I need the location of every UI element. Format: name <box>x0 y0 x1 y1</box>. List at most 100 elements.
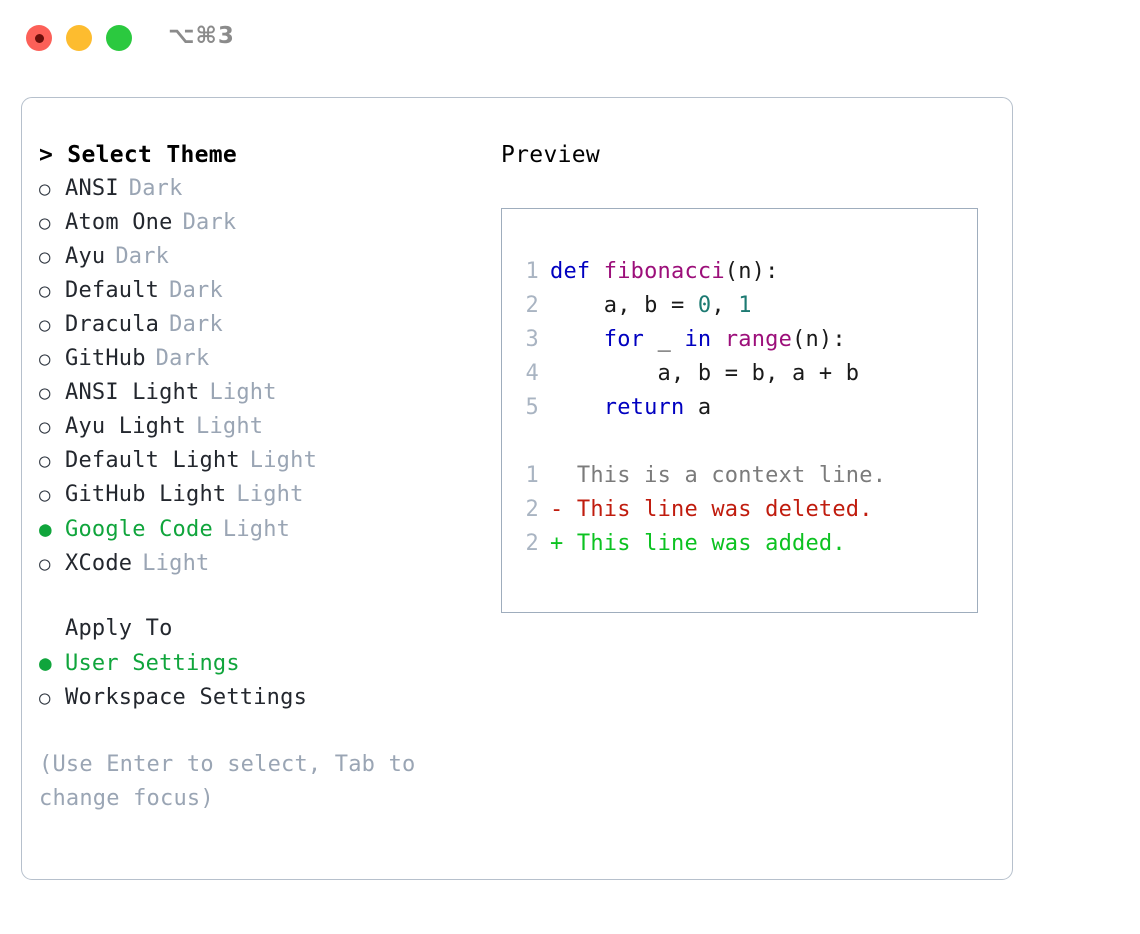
line-number: 1 <box>525 259 539 284</box>
theme-variant-tag: Light <box>249 448 318 473</box>
code-line: 2 a, b = 0, 1 <box>502 289 977 323</box>
theme-option-label: Ayu <box>65 244 106 269</box>
theme-option-label: Atom One <box>65 210 173 235</box>
select-theme-header: > Select Theme <box>39 142 238 168</box>
line-number: 2 <box>525 531 539 556</box>
theme-variant-tag: Light <box>222 517 291 542</box>
theme-option-label: Ayu Light <box>65 414 187 439</box>
theme-variant-tag: Light <box>196 414 264 439</box>
radio-unselected-icon: ○ <box>39 450 51 472</box>
theme-variant-tag: Dark <box>115 244 170 269</box>
code-line-text: def fibonacci(n): <box>550 255 779 289</box>
line-number: 1 <box>525 463 539 488</box>
theme-option-github[interactable]: ○ GitHub Dark <box>39 342 479 376</box>
theme-option-google-code[interactable]: ● Google Code Light <box>39 512 479 547</box>
radio-unselected-icon: ○ <box>39 484 51 506</box>
code-token: _ <box>644 327 685 352</box>
code-token: in <box>684 327 712 352</box>
line-number: 4 <box>525 361 539 386</box>
apply-to-option-workspace-settings[interactable]: ○ Workspace Settings <box>39 681 479 715</box>
theme-option-label: Dracula <box>65 312 160 337</box>
code-token <box>711 327 724 352</box>
theme-variant-tag: Light <box>142 551 210 576</box>
code-line-text: return a <box>550 391 711 425</box>
code-token <box>550 395 604 420</box>
line-number: 2 <box>525 497 539 522</box>
diff-marker: + <box>550 531 564 556</box>
line-number: 2 <box>525 293 539 318</box>
apply-to-option-list[interactable]: ●User Settings ○ Workspace Settings <box>39 646 479 715</box>
code-line-text: a, b = 0, 1 <box>550 289 752 323</box>
code-token: for <box>603 327 645 352</box>
theme-variant-tag: Dark <box>182 210 237 235</box>
maximize-button[interactable] <box>106 25 132 51</box>
theme-option-label: GitHub <box>65 346 146 371</box>
radio-unselected-icon: ○ <box>39 348 51 370</box>
code-token: a <box>684 395 712 420</box>
theme-option-github-light[interactable]: ○ GitHub Light Light <box>39 478 479 512</box>
close-button[interactable] <box>26 25 52 51</box>
apply-to-option-user-settings[interactable]: ●User Settings <box>39 646 479 681</box>
apply-to-title: Apply To <box>65 616 173 641</box>
line-number: 5 <box>525 395 539 420</box>
diff-line-text: This line was added. <box>563 531 846 556</box>
code-token: 1 <box>738 293 752 318</box>
diff-marker <box>550 459 563 493</box>
diff-line-text: This line was deleted. <box>563 497 873 522</box>
radio-unselected-icon: ○ <box>39 382 51 404</box>
code-token: , <box>711 293 739 318</box>
code-token: 0 <box>697 293 712 318</box>
diff-line: 1 This is a context line. <box>502 459 977 493</box>
diff-line-text: This is a context line. <box>563 463 887 488</box>
keyboard-shortcut-label: ⌥⌘3 <box>168 23 235 49</box>
code-token: a, b = b, a + b <box>550 361 860 386</box>
radio-unselected-icon: ○ <box>39 178 51 200</box>
code-token: fibonacci <box>603 259 725 284</box>
theme-variant-tag: Dark <box>128 176 183 201</box>
theme-option-label: Default <box>65 278 160 303</box>
theme-option-label: Default Light <box>65 448 240 473</box>
theme-option-label: GitHub Light <box>65 482 227 507</box>
diff-sample: 1 This is a context line.2- This line wa… <box>502 459 977 561</box>
radio-unselected-icon: ○ <box>39 553 51 575</box>
theme-option-label: Google Code <box>65 517 213 542</box>
code-spacer <box>502 425 977 459</box>
code-line: 4 a, b = b, a + b <box>502 357 977 391</box>
radio-unselected-icon: ○ <box>39 687 51 709</box>
code-line: 3 for _ in range(n): <box>502 323 977 357</box>
minimize-button[interactable] <box>66 25 92 51</box>
apply-to-option-label: Workspace Settings <box>65 685 308 710</box>
preview-title: Preview <box>501 142 601 168</box>
code-token <box>550 327 604 352</box>
line-number: 3 <box>525 327 539 352</box>
theme-variant-tag: Dark <box>155 346 210 371</box>
theme-variant-tag: Light <box>209 380 277 405</box>
diff-marker: - <box>550 497 564 522</box>
code-token: (n): <box>792 327 846 352</box>
code-line-text: a, b = b, a + b <box>550 357 860 391</box>
theme-variant-tag: Light <box>236 482 304 507</box>
diff-line: 2- This line was deleted. <box>502 493 977 527</box>
code-line: 1 def fibonacci(n): <box>502 255 977 289</box>
theme-option-default-light[interactable]: ○ Default Light Light <box>39 444 479 478</box>
apply-to-option-label: User Settings <box>65 651 240 676</box>
code-token: (n): <box>724 259 779 284</box>
code-line-text: for _ in range(n): <box>550 323 846 357</box>
radio-selected-icon: ● <box>39 517 52 541</box>
radio-unselected-icon: ○ <box>39 314 51 336</box>
